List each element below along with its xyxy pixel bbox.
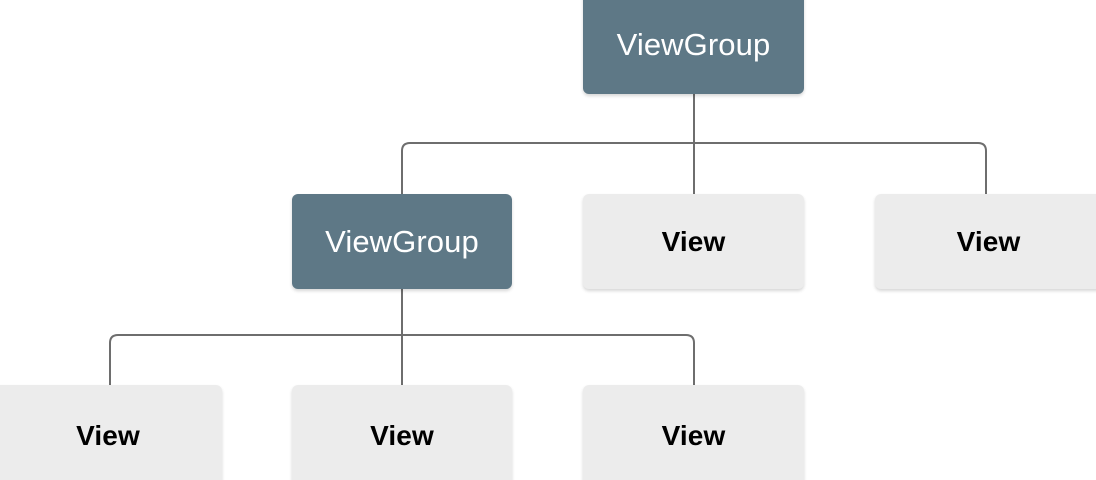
node-label: View bbox=[661, 419, 726, 451]
node-label: View bbox=[956, 225, 1021, 257]
edge-vg2-to-level3-branch-0 bbox=[109, 334, 402, 385]
node-v-mid-right[interactable]: View bbox=[875, 194, 1096, 289]
node-vg2[interactable]: ViewGroup bbox=[292, 194, 512, 289]
node-v-bot-center[interactable]: View bbox=[292, 385, 512, 480]
node-v-bot-right[interactable]: View bbox=[583, 385, 804, 480]
edge-root-to-level2-branch-0 bbox=[401, 142, 694, 194]
node-label: ViewGroup bbox=[616, 26, 771, 62]
node-v-mid-center[interactable]: View bbox=[583, 194, 804, 289]
node-label: View bbox=[370, 419, 434, 451]
node-root[interactable]: ViewGroup bbox=[583, 0, 804, 94]
edge-vg2-to-level3-branch-2 bbox=[402, 334, 695, 385]
node-v-bot-left[interactable]: View bbox=[0, 385, 222, 480]
node-label: View bbox=[661, 225, 726, 257]
node-label: ViewGroup bbox=[325, 224, 479, 259]
edge-root-to-level2-branch-2 bbox=[694, 142, 987, 194]
node-label: View bbox=[76, 419, 140, 451]
